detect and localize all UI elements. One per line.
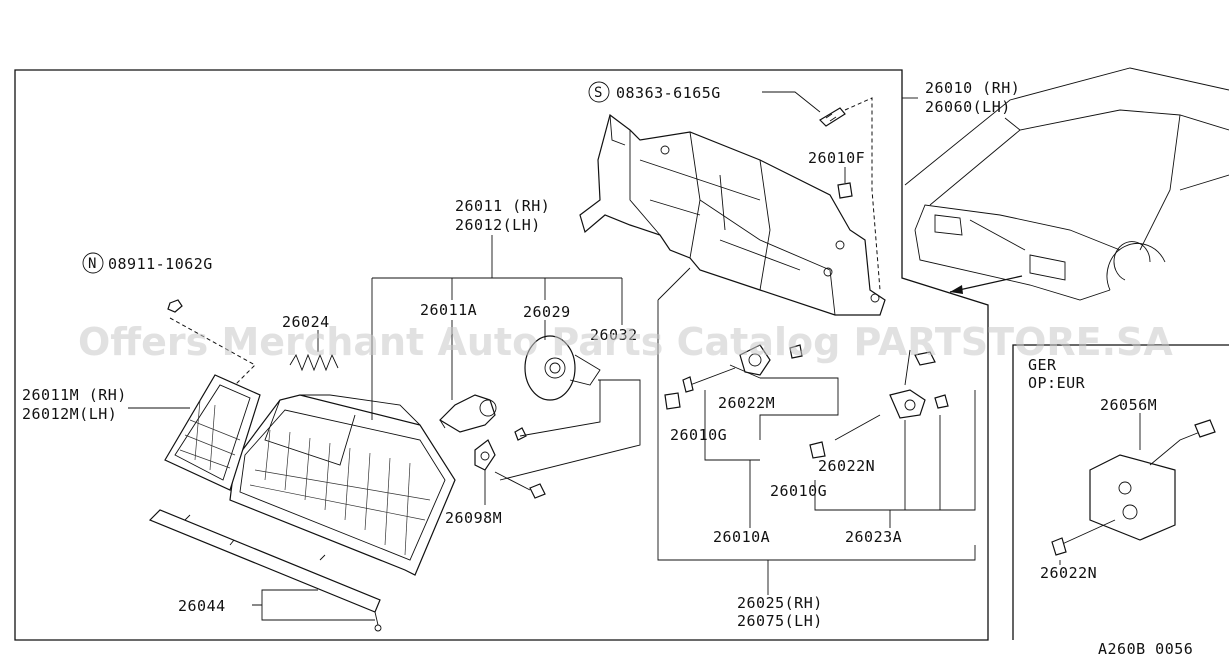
label-26044[interactable]: 26044 — [178, 597, 226, 615]
lens-26011M — [164, 374, 261, 491]
label-26024[interactable]: 26024 — [282, 313, 330, 331]
module-26056M — [1051, 419, 1216, 556]
watermark: Offers Merchant Auto Parts Catalog PARTS… — [78, 320, 1173, 364]
label-kit-lh[interactable]: 26075(LH) — [737, 612, 823, 630]
label-lens-lh[interactable]: 26012M(LH) — [22, 405, 117, 423]
diagram-code: A260B 0056 — [1098, 640, 1193, 658]
circle-n-letter: N — [88, 256, 96, 272]
bolt-08363 — [819, 97, 881, 291]
headlamp-bracket — [579, 113, 886, 316]
labels: 08363-6165G 08911-1062G 26010 (RH) 26060… — [22, 79, 1193, 658]
main-frame — [14, 69, 989, 641]
label-asm-lh[interactable]: 26060(LH) — [925, 98, 1011, 116]
label-26010A[interactable]: 26010A — [713, 528, 770, 546]
label-26022N-a[interactable]: 26022N — [818, 457, 875, 475]
label-26010F[interactable]: 26010F — [808, 149, 865, 167]
label-26029[interactable]: 26029 — [523, 303, 571, 321]
leader-lines — [128, 91, 1141, 621]
label-26010G-b[interactable]: 26010G — [770, 482, 827, 500]
label-26023A[interactable]: 26023A — [845, 528, 902, 546]
label-26010G-a[interactable]: 26010G — [670, 426, 727, 444]
label-op-eur: OP:EUR — [1028, 374, 1086, 392]
circle-s-marker: S — [588, 81, 610, 103]
label-26022N-b[interactable]: 26022N — [1040, 564, 1097, 582]
label-asm-rh[interactable]: 26010 (RH) — [925, 79, 1020, 97]
trim-26044 — [148, 509, 382, 632]
label-kit-rh[interactable]: 26025(RH) — [737, 594, 823, 612]
label-ger: GER — [1028, 356, 1057, 374]
headlamp-housing — [229, 394, 456, 576]
label-bolt-s[interactable]: 08363-6165G — [616, 84, 721, 102]
adjuster-26022M — [664, 344, 803, 410]
bracket-26098M — [474, 427, 546, 499]
inset-frame — [1012, 344, 1229, 640]
label-nut-n[interactable]: 08911-1062G — [108, 255, 213, 273]
spring-26024 — [289, 353, 339, 372]
label-lens-rh[interactable]: 26011M (RH) — [22, 386, 127, 404]
clip-26010F — [837, 182, 853, 199]
circle-s-letter: S — [594, 85, 602, 101]
label-housing-rh[interactable]: 26011 (RH) — [455, 197, 550, 215]
label-housing-lh[interactable]: 26012(LH) — [455, 216, 541, 234]
label-26056M[interactable]: 26056M — [1100, 396, 1157, 414]
label-26011A[interactable]: 26011A — [420, 301, 477, 319]
car-illustration — [904, 67, 1229, 301]
nut-08911 — [167, 299, 256, 386]
label-26022M[interactable]: 26022M — [718, 394, 775, 412]
actuator-26023A — [809, 349, 949, 459]
label-26032[interactable]: 26032 — [590, 326, 638, 344]
label-26098M[interactable]: 26098M — [445, 509, 502, 527]
circle-n-marker: N — [82, 252, 104, 274]
socket-26029 — [524, 335, 601, 401]
bulb-26011A — [439, 394, 497, 433]
